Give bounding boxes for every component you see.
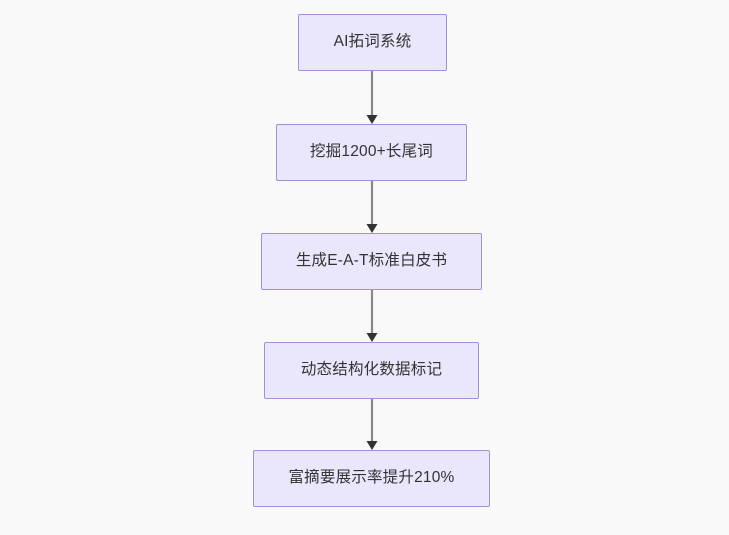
flow-node-label: 生成E-A-T标准白皮书 [295, 252, 448, 270]
flow-node-label: 动态结构化数据标记 [300, 361, 443, 379]
flow-edge-n1-n2 [360, 71, 384, 124]
flow-edge-n4-n5 [360, 399, 384, 450]
flow-edge-n3-n4 [360, 290, 384, 342]
edge-arrowhead [366, 224, 378, 233]
flow-node-ai-keyword-system[interactable]: AI拓词系统 [298, 14, 447, 71]
flow-node-dynamic-structured-data-markup[interactable]: 动态结构化数据标记 [264, 342, 479, 399]
flow-node-label: 富摘要展示率提升210% [288, 469, 455, 487]
flow-node-label: AI拓词系统 [333, 33, 412, 51]
edge-arrowhead [366, 333, 378, 342]
flow-node-rich-snippet-impression-lift[interactable]: 富摘要展示率提升210% [253, 450, 490, 507]
flow-node-mine-longtail-keywords[interactable]: 挖掘1200+长尾词 [276, 124, 467, 181]
flow-node-generate-eat-whitepaper[interactable]: 生成E-A-T标准白皮书 [261, 233, 482, 290]
flow-node-label: 挖掘1200+长尾词 [309, 143, 434, 161]
edge-arrowhead [366, 115, 378, 124]
edge-arrowhead [366, 441, 378, 450]
flow-edge-n2-n3 [360, 181, 384, 233]
